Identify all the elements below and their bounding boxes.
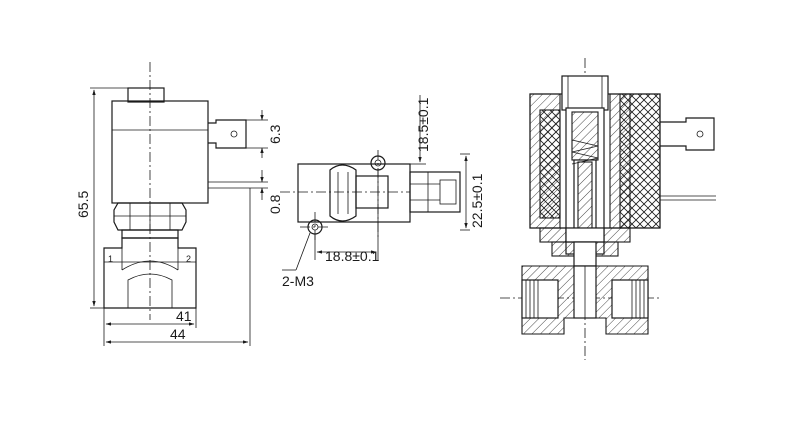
side-top-cap — [127, 87, 165, 103]
mount-holes-label: 2-M3 — [282, 273, 314, 289]
section-coil-winding — [619, 93, 661, 229]
dim-overall-width: 44 — [170, 326, 186, 342]
section-spring — [571, 139, 599, 165]
section-top-tube — [561, 75, 609, 111]
section-terminal — [660, 117, 715, 151]
dim-body-width: 41 — [176, 308, 192, 324]
section-plunger — [577, 161, 593, 237]
section-view — [500, 58, 716, 360]
port-2-label: 2 — [186, 254, 191, 264]
dim-top-value: 18.5±0.1 — [415, 97, 431, 152]
section-port-right — [611, 279, 649, 319]
side-coil-body — [111, 100, 209, 204]
side-view: 1 2 65.5 6.3 0.8 41 44 — [75, 62, 283, 346]
top-view: 18.5±0.1 22.5±0.1 18.8±0.1 2-M3 — [280, 95, 485, 289]
top-terminals — [409, 171, 461, 213]
side-nut — [113, 202, 187, 231]
dim-terminal-width: 6.3 — [267, 124, 283, 144]
dim-terminal-thickness: 0.8 — [267, 194, 283, 214]
dim-height-total: 65.5 — [75, 191, 91, 218]
section-port-left — [521, 279, 559, 319]
dim-right-value: 22.5±0.1 — [469, 173, 485, 228]
port-1-label: 1 — [108, 254, 113, 264]
dim-bottom-value: 18.8±0.1 — [325, 248, 380, 264]
side-terminal — [208, 119, 247, 149]
